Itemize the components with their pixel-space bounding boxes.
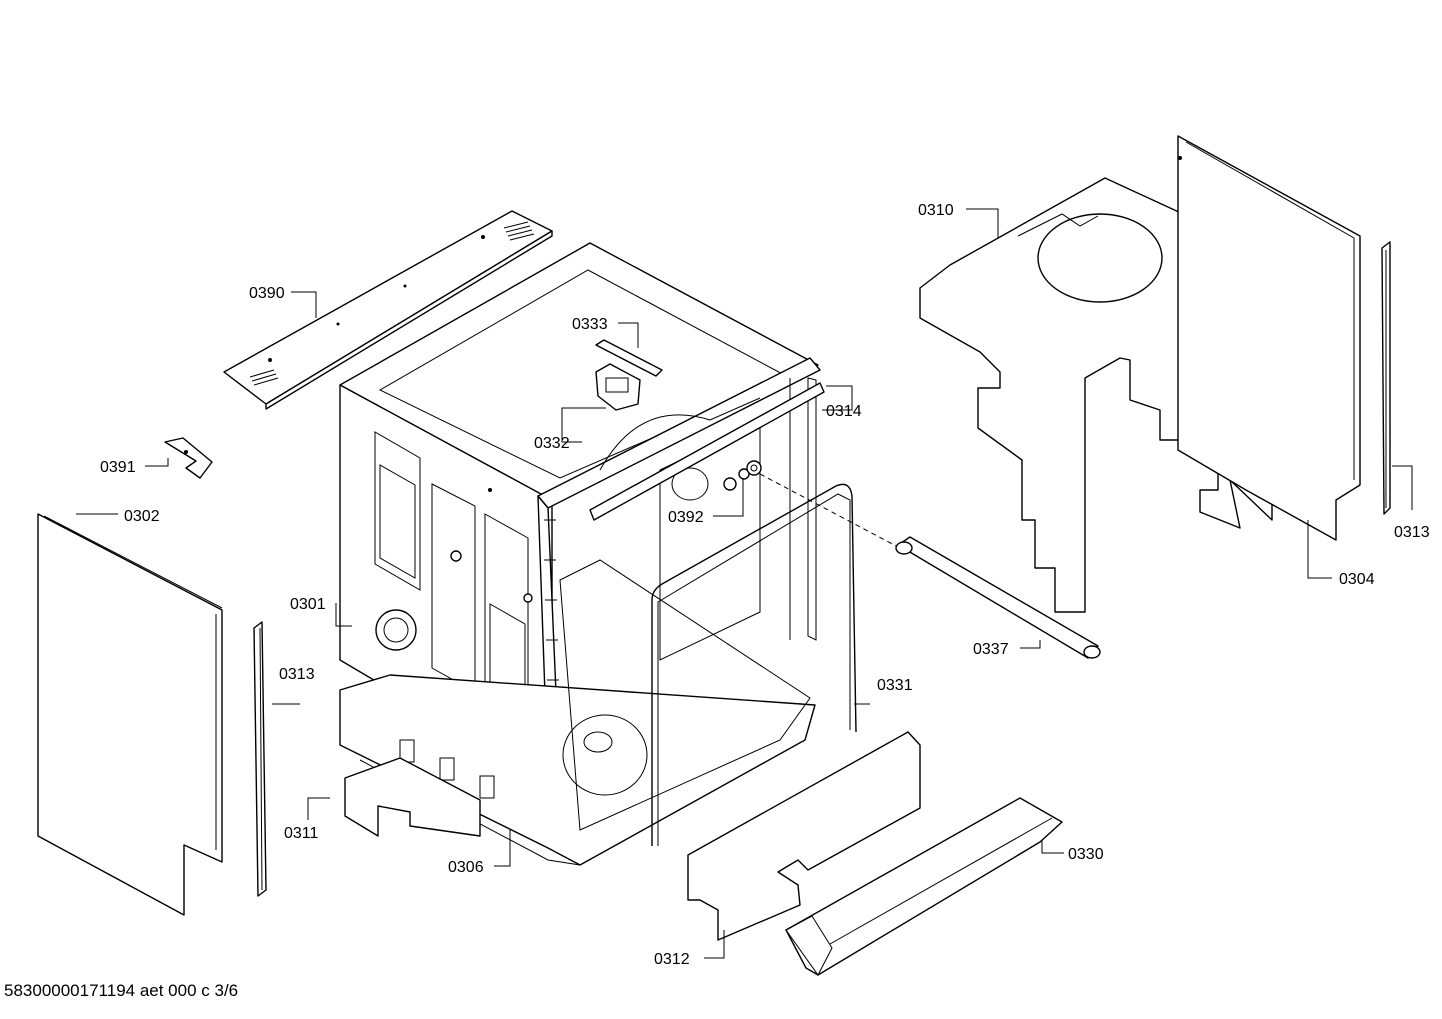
- part-0390-top-plate[interactable]: [223, 210, 553, 410]
- part-0313-trim-strip-left[interactable]: [253, 621, 267, 897]
- label-0333: 0333: [572, 316, 608, 333]
- part-0302-side-panel[interactable]: [37, 513, 223, 916]
- label-0313-left: 0313: [279, 666, 315, 683]
- label-0312: 0312: [654, 951, 690, 968]
- part-0304-rear-panel[interactable]: [1177, 135, 1361, 541]
- label-0306: 0306: [448, 859, 484, 876]
- label-0392: 0392: [668, 509, 704, 526]
- label-0331: 0331: [877, 677, 913, 694]
- label-0314: 0314: [826, 403, 862, 420]
- assembly-line-0392: [759, 473, 901, 549]
- part-0311-block[interactable]: [344, 757, 481, 837]
- part-0333-lever[interactable]: [595, 339, 663, 377]
- label-0304: 0304: [1339, 571, 1375, 588]
- label-0390: 0390: [249, 285, 285, 302]
- part-0391-bracket[interactable]: [164, 437, 213, 479]
- part-0337-spray-arm[interactable]: [895, 536, 1101, 659]
- label-0302: 0302: [124, 508, 160, 525]
- part-0313-trim-strip-right[interactable]: [1381, 241, 1391, 515]
- label-0332: 0332: [534, 435, 570, 452]
- part-0330-kick-plate[interactable]: [785, 797, 1063, 976]
- part-0306-base[interactable]: [339, 559, 816, 866]
- label-0330: 0330: [1068, 846, 1104, 863]
- part-0314-rail[interactable]: [589, 382, 825, 521]
- part-0392-fittings[interactable]: [723, 460, 762, 491]
- label-0313-right: 0313: [1394, 524, 1430, 541]
- leader-lines: [76, 208, 1413, 959]
- label-0310: 0310: [918, 202, 954, 219]
- label-0337: 0337: [973, 641, 1009, 658]
- drawing-reference-footer: 58300000171194 aet 000 c 3/6: [4, 981, 239, 1000]
- label-0391: 0391: [100, 459, 136, 476]
- label-0301: 0301: [290, 596, 326, 613]
- label-0311: 0311: [284, 825, 319, 842]
- part-0312-insulation-strip[interactable]: [687, 731, 921, 941]
- part-0332-switch[interactable]: [595, 363, 641, 411]
- part-0331-seal-frame[interactable]: [651, 483, 857, 846]
